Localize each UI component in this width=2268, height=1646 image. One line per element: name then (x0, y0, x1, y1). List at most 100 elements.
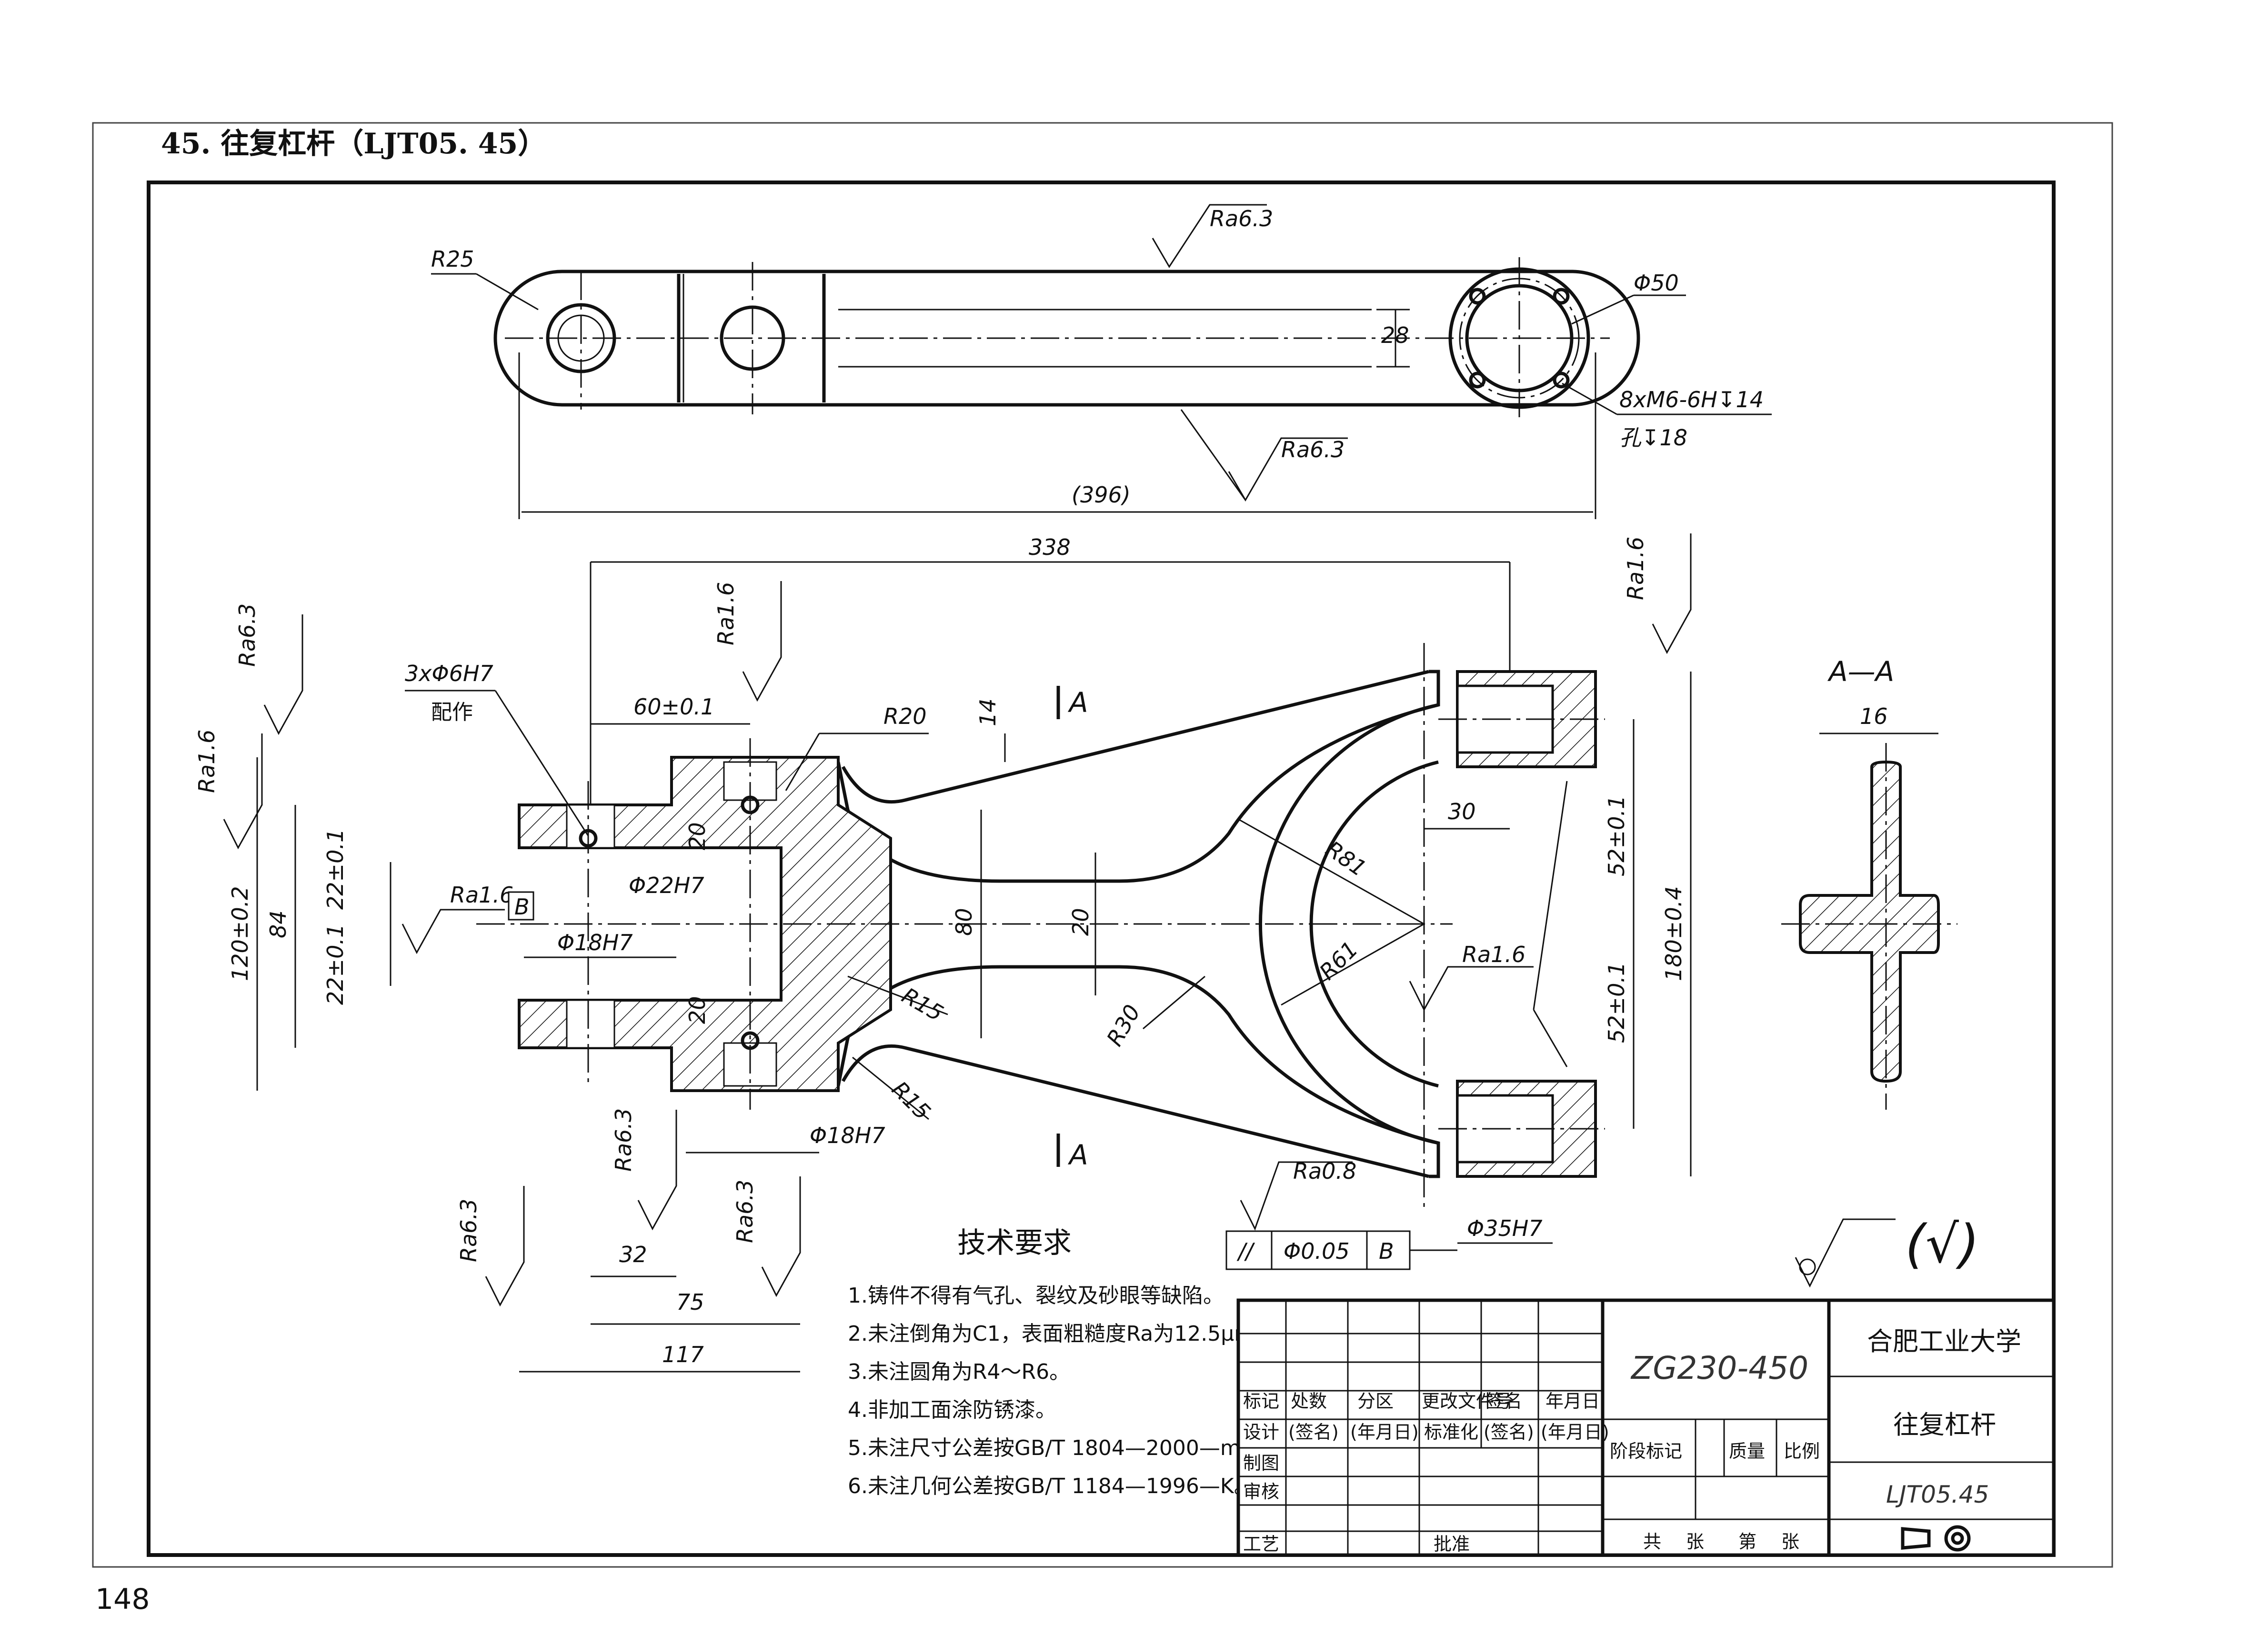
tol-symbol: // (1236, 1238, 1255, 1264)
label-ra16-hole: Ra1.6 (450, 882, 513, 908)
label-ra63-left-top: Ra6.3 (234, 603, 260, 667)
roughness-symbol-bottom (1228, 437, 1348, 502)
title-block: 标记 处数 分区 更改文件号 签名 年月日 设计 (签名) (年月日) 标准化 … (1236, 1298, 2056, 1557)
roughness-hole (401, 909, 505, 954)
tb-design: 设计 (1243, 1422, 1279, 1443)
tb-std-sign: (签名) (1484, 1422, 1534, 1443)
dim-52-bottom: 52±0.1 (1604, 962, 1629, 1043)
dim-117: 117 (662, 1342, 704, 1367)
roughness-bottom-label: Ra6.3 (1281, 437, 1345, 462)
general-roughness-symbol (1795, 1218, 1896, 1288)
roughness-hub-top (742, 581, 782, 702)
section-mark-top: A (1067, 686, 1088, 719)
dim-338: 338 (1029, 534, 1071, 560)
dim-20-lower: 20 (684, 996, 710, 1024)
tb-nth: 第 (1738, 1531, 1756, 1552)
dim-20-arm: 20 (1068, 908, 1094, 936)
thread-hole-2 (1553, 288, 1570, 305)
dim-35: Φ35H7 (1467, 1215, 1543, 1241)
datum-b: B (514, 894, 530, 920)
tb-drawing-no: LJT05.45 (1886, 1481, 1989, 1508)
projection-circle-icon (1944, 1525, 1971, 1552)
leader-bore (1571, 294, 1634, 325)
dim-22-a: 22±0.1 (322, 924, 348, 1005)
dim-75: 75 (676, 1289, 704, 1315)
label-r15-b: R15 (887, 1076, 935, 1125)
tb-material: ZG230-450 (1630, 1350, 1808, 1386)
tb-h-mark: 标记 (1243, 1391, 1279, 1412)
tb-sheet-unit-1: 张 (1686, 1531, 1704, 1552)
front-view: 338 60±0.1 3xΦ6H7 配作 R20 14 A A Ra1.6 Ra… (194, 533, 1692, 1373)
tb-design-date: (年月日) (1350, 1422, 1419, 1443)
projection-cone-icon (1901, 1527, 1931, 1550)
leader-r25 (476, 273, 539, 311)
tb-sheet-unit-2: 张 (1781, 1531, 1799, 1552)
label-d18-top: Φ18H7 (557, 930, 633, 955)
thread-hole-4 (1553, 371, 1570, 389)
outer-frame (92, 122, 2113, 1568)
tech-requirements: 技术要求 1.铸件不得有气孔、裂纹及砂眼等缺陷。 2.未注倒角为C1，表面粗糙度… (848, 1226, 1275, 1498)
dim-overall-length: (396) (1072, 482, 1131, 508)
tb-scale: 比例 (1784, 1441, 1820, 1462)
tb-h-doc: 更改文件号 (1422, 1391, 1512, 1412)
dim-28: 28 (1381, 322, 1409, 348)
upper-web-edge (841, 670, 1429, 804)
tech-req-title: 技术要求 (957, 1226, 1072, 1260)
tol-frame-datum (1366, 1230, 1411, 1270)
datum-b-box (508, 891, 534, 921)
roughness-bottom-a (637, 1110, 677, 1231)
label-r25: R25 (431, 246, 474, 272)
tb-school: 合肥工业大学 (1867, 1326, 2021, 1356)
leader-r61 (1281, 923, 1425, 1006)
tb-h-zone: 分区 (1357, 1391, 1394, 1412)
section-mark-bottom: A (1067, 1139, 1088, 1171)
dim-32: 32 (619, 1242, 647, 1267)
page-number: 148 (95, 1583, 150, 1616)
roughness-top-label: Ra6.3 (1210, 206, 1273, 231)
roughness-left-top (263, 614, 303, 735)
tb-mass: 质量 (1729, 1441, 1765, 1462)
leader-ra16-fork-up (1533, 781, 1568, 1010)
leader-r30 (1143, 975, 1205, 1030)
tb-drawn: 制图 (1243, 1453, 1279, 1474)
label-ra16-fork-top: Ra1.6 (1623, 537, 1648, 600)
tech-req-4: 4.非加工面涂防锈漆。 (848, 1398, 1056, 1422)
roughness-fork-top (1652, 533, 1692, 654)
tol-datum: B (1379, 1238, 1394, 1264)
leader-r15-b (852, 1056, 929, 1120)
label-thread: 8xM6-6H↧14 (1619, 387, 1764, 412)
tb-checked: 审核 (1243, 1481, 1279, 1502)
thread-hole-3 (1469, 371, 1486, 389)
dim-80: 80 (951, 908, 977, 936)
dim-16: 16 (1860, 703, 1888, 729)
leader-r81 (1238, 818, 1425, 925)
dim-84: 84 (265, 910, 291, 938)
dim-14: 14 (975, 698, 1001, 726)
fork-outer-arc (1259, 703, 1439, 1145)
lower-web-edge (841, 1044, 1429, 1178)
label-ra16-fork: Ra1.6 (1462, 942, 1525, 967)
roughness-bore (1240, 1161, 1353, 1231)
label-r81: R81 (1321, 836, 1371, 882)
roughness-bottom-b (761, 1176, 801, 1297)
label-r30: R30 (1102, 1000, 1145, 1050)
title-block-frame (1236, 1298, 2056, 1557)
label-ra08: Ra0.8 (1293, 1158, 1356, 1184)
tol-value: Φ0.05 (1284, 1238, 1350, 1264)
leader-ra16-fork-down (1533, 1009, 1568, 1067)
label-bore-dia: Φ50 (1634, 270, 1679, 296)
tb-h-sign: 签名 (1486, 1391, 1522, 1412)
label-ra16-left-mid: Ra1.6 (194, 730, 220, 793)
roughness-fork-inner (1409, 966, 1534, 1012)
dim-180: 180±0.4 (1661, 886, 1686, 982)
label-d22: Φ22H7 (629, 873, 704, 898)
general-roughness: (√) (1795, 1214, 1979, 1288)
tol-frame-symbol (1225, 1230, 1273, 1270)
tech-req-5: 5.未注尺寸公差按GB/T 1804—2000—m。 (848, 1436, 1262, 1460)
projection-circle-inner-icon (1951, 1532, 1964, 1545)
label-r20: R20 (883, 703, 927, 729)
label-ra63-bottom-b: Ra6.3 (732, 1180, 758, 1243)
tech-req-2: 2.未注倒角为C1，表面粗糙度Ra为12.5μm。 (848, 1322, 1275, 1346)
